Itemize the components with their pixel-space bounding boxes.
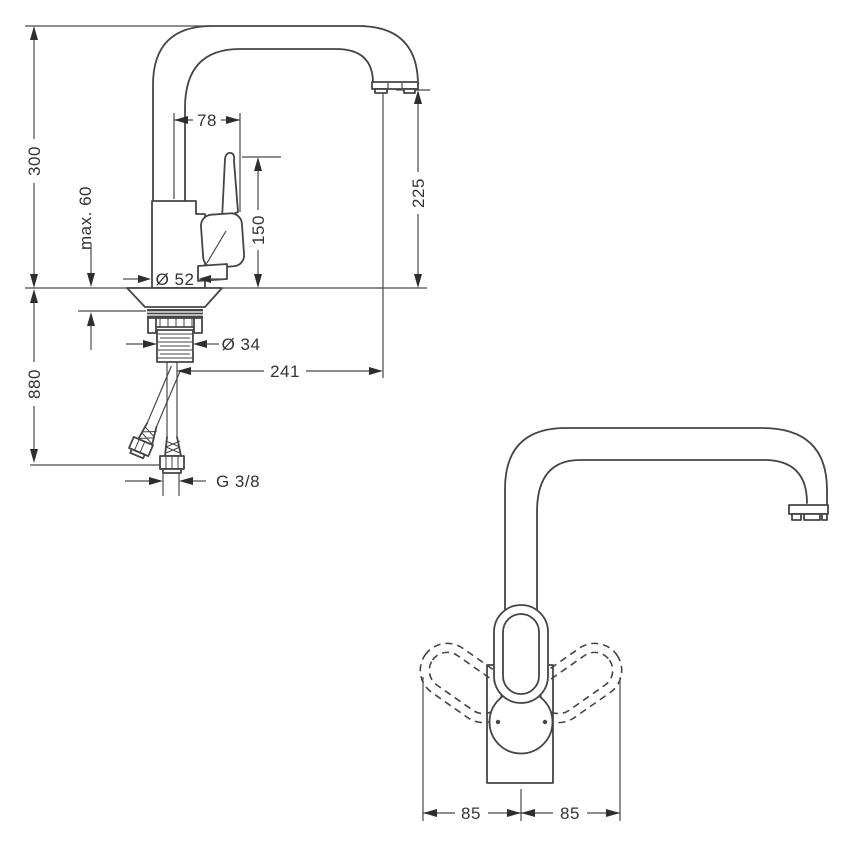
- dim-hose-length: 880: [25, 289, 44, 463]
- dim-swivel-left-label: 85: [461, 804, 481, 823]
- mounting-hardware: [126, 287, 223, 474]
- handle-base: [200, 212, 245, 269]
- dim-swivel-right-label: 85: [560, 804, 580, 823]
- dim-spout-reach: 241: [177, 362, 383, 381]
- escutcheon: [126, 287, 223, 308]
- dim-base-diameter: Ø 52: [123, 270, 225, 289]
- dim-handle-height-label: 150: [249, 215, 268, 245]
- dim-handle-offset: 78: [174, 111, 240, 130]
- handle-plan: [493, 604, 549, 704]
- faucet-front-outline: [151, 25, 419, 289]
- dim-height-overall: 300: [25, 26, 44, 288]
- connection-hose-straight: [159, 362, 185, 474]
- spout-arm-inner: [536, 459, 808, 618]
- dim-shank-diameter: Ø 34: [126, 335, 260, 354]
- dim-shank-diameter-label: Ø 34: [222, 335, 261, 354]
- front-view: 300 880 max. 60 Ø 52: [25, 25, 430, 496]
- dim-spout-outlet-height: 225: [409, 90, 428, 288]
- spout-arm-outer: [504, 427, 828, 623]
- body-foot: [197, 263, 228, 282]
- dim-base-diameter-label: Ø 52: [156, 270, 195, 289]
- dim-swivel-85-85: 85 85: [422, 677, 621, 823]
- aerator-front: [371, 81, 419, 94]
- aerator-plan: [788, 504, 829, 521]
- spout-outer: [152, 25, 419, 202]
- gasket: [147, 309, 203, 318]
- spout-inner: [184, 48, 374, 202]
- handle-lever: [221, 151, 239, 220]
- screw-dot-right: [542, 719, 548, 725]
- dim-spout-height-label: 225: [409, 178, 428, 208]
- screw-dot-left: [495, 719, 501, 725]
- dim-connection-thread-label: G 3/8: [216, 472, 260, 491]
- dim-max-thickness-label: max. 60: [76, 186, 95, 250]
- threaded-shank: [156, 329, 194, 363]
- dim-height-overall-label: 300: [25, 146, 44, 176]
- dim-connection-thread: G 3/8: [125, 472, 260, 491]
- dim-handle-height: 150: [249, 157, 268, 288]
- dim-spout-reach-label: 241: [270, 362, 300, 381]
- top-view: 85 85: [419, 427, 829, 823]
- dim-hose-length-label: 880: [25, 369, 44, 399]
- connection-hose-angled: [128, 365, 182, 460]
- dim-max-mounting-thickness: max. 60: [76, 186, 95, 350]
- dim-handle-offset-label: 78: [197, 111, 217, 130]
